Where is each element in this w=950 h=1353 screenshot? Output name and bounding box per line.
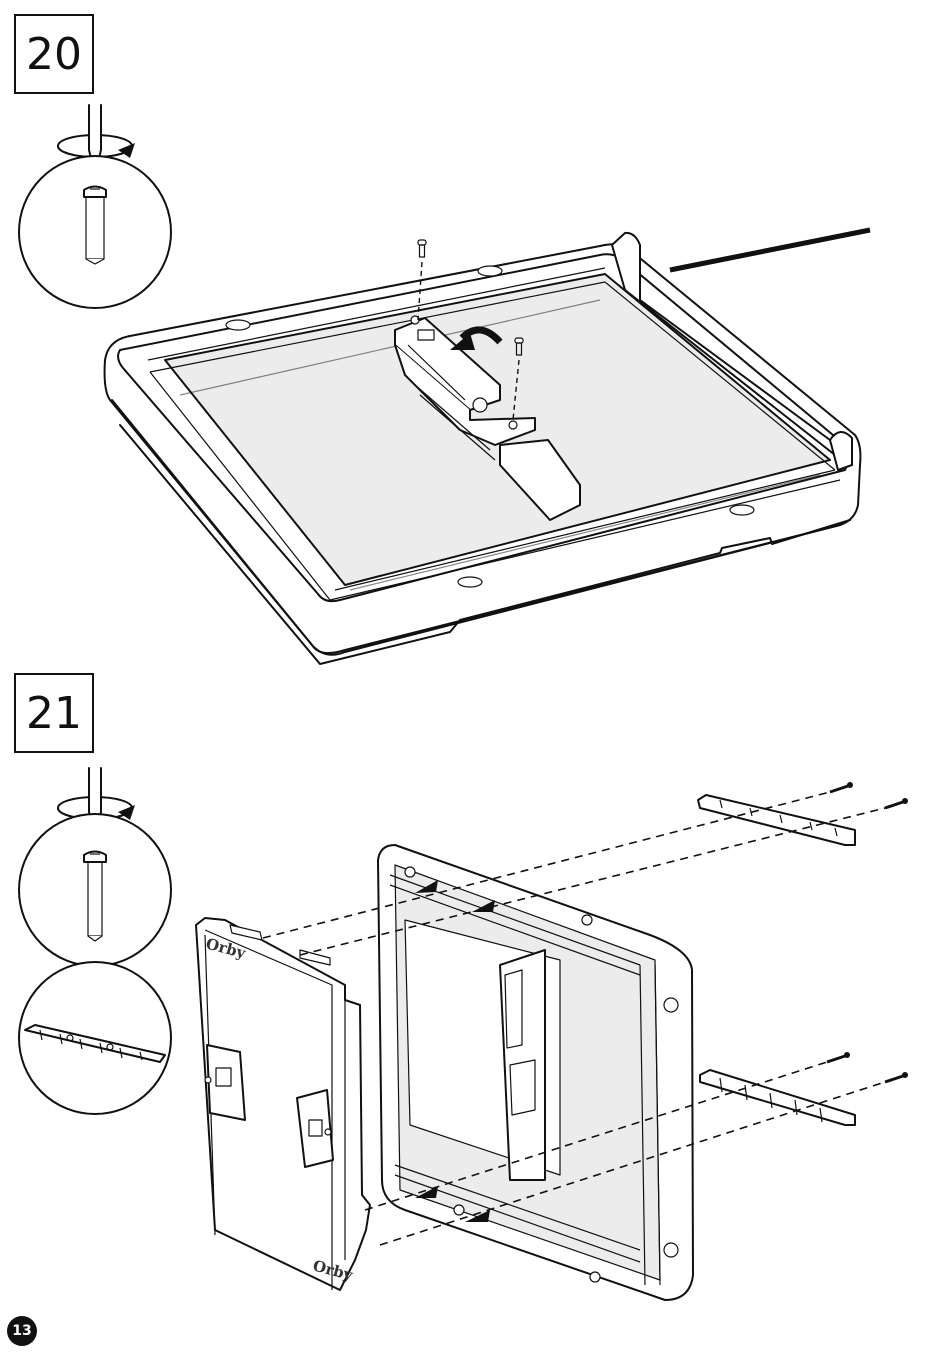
short-screw-icon [19,156,171,308]
cabinet-door: Orby Orby [196,918,370,1290]
long-screw-icon [19,814,171,966]
cabinet-frame [378,845,693,1300]
hinge-rail-bottom [700,1070,855,1125]
hinge-rail-top [698,795,855,845]
hinge-rail-icon [19,962,171,1114]
